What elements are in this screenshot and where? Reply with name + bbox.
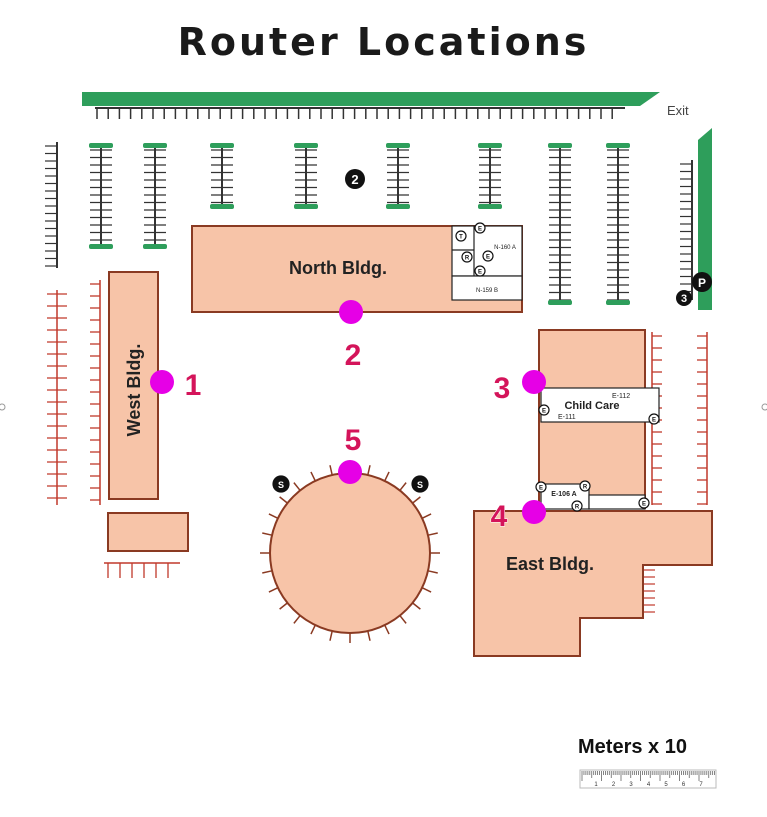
- router-5: 5: [338, 424, 362, 484]
- room-e112-label: E-112: [612, 393, 630, 400]
- facility-marker-t: T: [455, 230, 467, 242]
- parking-stall-row: [45, 142, 58, 268]
- east-building-edge-ticks: [643, 569, 655, 613]
- svg-text:R: R: [575, 505, 580, 511]
- facility-marker-r: R: [571, 500, 583, 512]
- facility-marker-s: S: [272, 475, 290, 493]
- parking-stall-row: [478, 143, 502, 209]
- parking-stall-row: [89, 143, 113, 249]
- svg-text:E: E: [642, 502, 646, 508]
- router-4: 4: [490, 500, 546, 534]
- parking-marker-2: 2: [345, 169, 365, 189]
- parking-stall-row: [680, 160, 693, 300]
- parking-p-marker: P: [692, 272, 712, 292]
- facility-marker-r: R: [579, 480, 591, 492]
- parking-stall-row: [210, 143, 234, 209]
- scale-tick-label: 1: [594, 782, 598, 788]
- scale-tick-label: 3: [629, 782, 633, 788]
- east-building-label: East Bldg.: [506, 554, 594, 574]
- facility-marker-e: E: [535, 481, 547, 493]
- room-n159b: [451, 275, 523, 301]
- svg-text:E: E: [539, 486, 543, 492]
- scale-tick-label: 5: [664, 782, 668, 788]
- svg-text:E: E: [478, 227, 482, 233]
- svg-text:P: P: [698, 276, 706, 290]
- parking-stall-row: [143, 143, 167, 249]
- router-2: 2: [339, 300, 363, 373]
- east-building: [473, 510, 713, 657]
- room-e106a-label: E-106 A: [551, 491, 576, 498]
- router-label-3: 3: [494, 372, 511, 405]
- scale-tick-label: 7: [699, 782, 703, 788]
- room-e111-label: E-111: [558, 414, 576, 421]
- red-parking-row: [47, 290, 67, 505]
- corridor-e106: [588, 494, 646, 510]
- facility-marker-r: R: [461, 251, 473, 263]
- red-parking-row-bottom: [104, 562, 180, 578]
- router-label-2: 2: [345, 339, 362, 372]
- svg-text:E: E: [478, 270, 482, 276]
- facility-marker-s: S: [411, 475, 429, 493]
- svg-text:R: R: [583, 485, 588, 491]
- router-label-5: 5: [345, 424, 362, 457]
- svg-text:S: S: [278, 480, 284, 490]
- scale-tick-label: 4: [647, 782, 651, 788]
- facility-marker-e: E: [482, 250, 494, 262]
- facility-marker-e: E: [474, 265, 486, 277]
- facility-markers: T E R E E E E E R R E S S: [272, 222, 660, 512]
- svg-text:E: E: [542, 409, 546, 415]
- map-title: Router Locations: [177, 20, 590, 64]
- child-care-label: Child Care: [564, 400, 619, 412]
- parking-marker-3: 3: [676, 290, 692, 306]
- red-parking-rows: [47, 280, 708, 613]
- child-care-room: [540, 387, 660, 423]
- west-building: [108, 271, 159, 500]
- parking-stall-row: [386, 143, 410, 209]
- router-label-4: 4: [491, 500, 508, 533]
- parking-stall-row: [606, 143, 630, 305]
- svg-text:S: S: [417, 480, 423, 490]
- parking-stall-rows: [45, 142, 693, 305]
- exit-label: Exit: [667, 103, 689, 118]
- router-3: 3: [493, 370, 546, 406]
- facility-marker-e: E: [474, 222, 486, 234]
- svg-text:E: E: [652, 418, 656, 424]
- west-annex-building: [107, 512, 189, 552]
- red-parking-row: [90, 280, 101, 505]
- parking-stall-row: [548, 143, 572, 305]
- scale-tick-label: 2: [612, 782, 616, 788]
- room-n160a-label: N-160 A: [494, 245, 516, 251]
- red-parking-row: [697, 332, 708, 505]
- facility-marker-e: E: [648, 413, 660, 425]
- parking-row-top-stalls: [96, 108, 613, 119]
- west-building-label: West Bldg.: [124, 344, 144, 437]
- scale-tick-label: 6: [682, 782, 686, 788]
- facility-marker-e: E: [638, 497, 650, 509]
- router-label-1: 1: [185, 369, 202, 402]
- page-edge-dot-right: [761, 403, 767, 411]
- scale-ruler: 1 2 3 4 5 6 7: [579, 769, 717, 789]
- room-n159b-label: N-159 B: [476, 288, 498, 294]
- svg-text:3: 3: [681, 293, 687, 305]
- facility-marker-e: E: [538, 404, 550, 416]
- parking-strip-top: [82, 92, 660, 106]
- parking-stall-row: [294, 143, 318, 209]
- svg-text:2: 2: [351, 172, 358, 187]
- svg-text:T: T: [459, 235, 463, 241]
- scale-label: Meters x 10: [578, 736, 687, 758]
- svg-text:R: R: [465, 256, 470, 262]
- router-1: 1: [150, 369, 202, 403]
- north-building-label: North Bldg.: [289, 258, 387, 278]
- round-building-spokes: [260, 463, 440, 643]
- page-edge-dot-left: [0, 403, 6, 411]
- router-markers: 1 2 3 4 5: [150, 300, 546, 534]
- round-building: [269, 472, 431, 634]
- svg-text:E: E: [486, 255, 490, 261]
- parking-strip-right: [698, 128, 712, 310]
